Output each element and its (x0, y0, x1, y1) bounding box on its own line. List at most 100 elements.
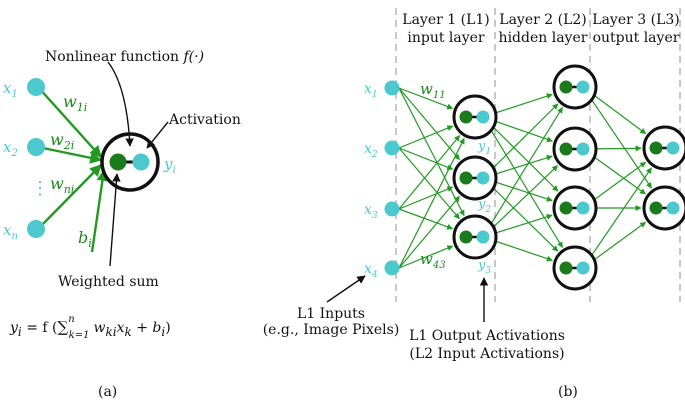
weight-label-w1i: w1i (63, 92, 87, 114)
weighted-sum-node (649, 201, 663, 215)
activation-node (576, 142, 590, 156)
activation-label: Activation (168, 112, 241, 128)
edge-l3-1-2 (582, 86, 653, 189)
weight-label-wni: wni (50, 174, 74, 196)
edge-l1-1-2 (398, 87, 460, 161)
input-node-3 (384, 201, 400, 217)
input-label-x1: x1 (3, 79, 18, 100)
activation-node (666, 141, 680, 155)
net-input-label-x1: x1 (364, 81, 378, 100)
edge-l1-3-3 (398, 208, 454, 230)
weighted-sum-label: Weighted sum (58, 274, 159, 290)
network-edges (398, 86, 653, 269)
neuron-l2-3 (552, 185, 598, 231)
input-node-1 (384, 80, 400, 96)
activation-node (476, 230, 490, 244)
network-nodes (384, 64, 685, 291)
input-ellipsis: ⋮ (31, 178, 49, 199)
net-weight-label-w43: w43 (420, 250, 446, 271)
edge-x2 (37, 145, 103, 164)
nonlinear-arrow (107, 61, 134, 147)
edge-l2-3-1 (482, 106, 563, 238)
weighted-sum-node (559, 80, 573, 94)
neuron-l2-4 (552, 245, 598, 291)
weighted-sum-node (559, 201, 573, 215)
input-label-xn: xn (3, 221, 18, 242)
weight-label-w2i: w2i (50, 130, 74, 152)
neuron-l1-2 (452, 155, 498, 201)
edge-l1-1-1 (398, 87, 454, 110)
edge-l1-2-3 (398, 147, 460, 220)
edge-l1-4-1 (398, 137, 465, 269)
neuron-l2-2 (552, 126, 598, 172)
net-output-label-y2: y2 (477, 197, 491, 215)
input-node-x2 (27, 138, 45, 156)
edge-l3-4-1 (582, 167, 652, 269)
net-input-label-x2: x2 (364, 141, 378, 160)
l1-inputs-sublabel: (e.g., Image Pixels) (263, 322, 400, 338)
edge-l1-1-3 (398, 87, 465, 217)
layer3-title: Layer 3 (L3) (592, 12, 679, 28)
neuron-l3-2 (642, 185, 685, 231)
edge-l1-3-1 (398, 135, 461, 210)
edge-l1-2-1 (398, 125, 454, 149)
weighted-sum-node (459, 171, 473, 185)
activation-node (576, 201, 590, 215)
net-output-label-y1: y1 (477, 139, 491, 157)
weighted-sum-node (559, 261, 573, 275)
weighted-sum-node (559, 142, 573, 156)
input-node-x1 (27, 78, 45, 96)
neuron-l3-1 (642, 125, 685, 171)
nonlinear-function-label: Nonlinear function f(·) (45, 49, 204, 65)
edge-l1-2-2 (398, 147, 454, 170)
panel-a-edges (37, 86, 109, 253)
edge-bias (90, 168, 109, 253)
edge-l1-4-2 (398, 195, 460, 269)
neuron-l2-1 (552, 64, 598, 110)
input-node-2 (384, 140, 400, 156)
activation-node (132, 153, 150, 171)
caption-a: (a) (98, 384, 117, 400)
l1-inputs-label: L1 Inputs (297, 306, 365, 322)
activation-node (576, 80, 590, 94)
weighted-sum-node (109, 153, 127, 171)
weighted-sum-arrow (109, 173, 121, 267)
weighted-sum-node (459, 230, 473, 244)
layer2-subtitle: hidden layer (499, 30, 588, 46)
panel-a: x1 x2 xn ⋮ w1i w2i wni bi yi Nonlinear f… (3, 49, 241, 400)
edge-x1 (37, 86, 102, 158)
layer3-subtitle: output layer (593, 30, 680, 46)
layer1-subtitle: input layer (407, 30, 485, 46)
edge-l2-1-4 (482, 116, 564, 249)
input-node-xn (27, 220, 45, 238)
weighted-sum-node (649, 141, 663, 155)
output-label-yi: yi (163, 155, 176, 176)
input-node-4 (384, 260, 400, 276)
edge-l2-2-4 (482, 177, 559, 252)
net-output-label-y3: y3 (477, 258, 491, 276)
l1-outputs-label: L1 Output Activations (409, 328, 565, 344)
edge-l2-3-2 (482, 165, 559, 238)
bias-label: bi (78, 228, 92, 250)
edge-l1-3-2 (398, 186, 454, 210)
net-input-label-x3: x3 (364, 202, 378, 221)
net-input-label-x4: x4 (364, 261, 378, 280)
activation-arrow (146, 121, 169, 149)
weighted-sum-node (459, 110, 473, 124)
edge-xn (37, 164, 102, 230)
net-weight-label-w11: w11 (420, 80, 446, 101)
activation-node (476, 171, 490, 185)
activation-node (666, 201, 680, 215)
activation-node (576, 261, 590, 275)
layer1-title: Layer 1 (L1) (402, 12, 489, 28)
activation-node (476, 110, 490, 124)
l1-inputs-arrow (326, 275, 366, 303)
panel-b: Layer 1 (L1) input layer Layer 2 (L2) hi… (263, 8, 685, 400)
neuron-l1-1 (452, 94, 498, 140)
edge-l2-1-3 (482, 116, 559, 192)
input-label-x2: x2 (3, 138, 18, 159)
l1-outputs-sublabel: (L2 Input Activations) (409, 346, 564, 362)
layer-dividers (395, 8, 681, 302)
edge-l2-2-1 (482, 103, 559, 179)
